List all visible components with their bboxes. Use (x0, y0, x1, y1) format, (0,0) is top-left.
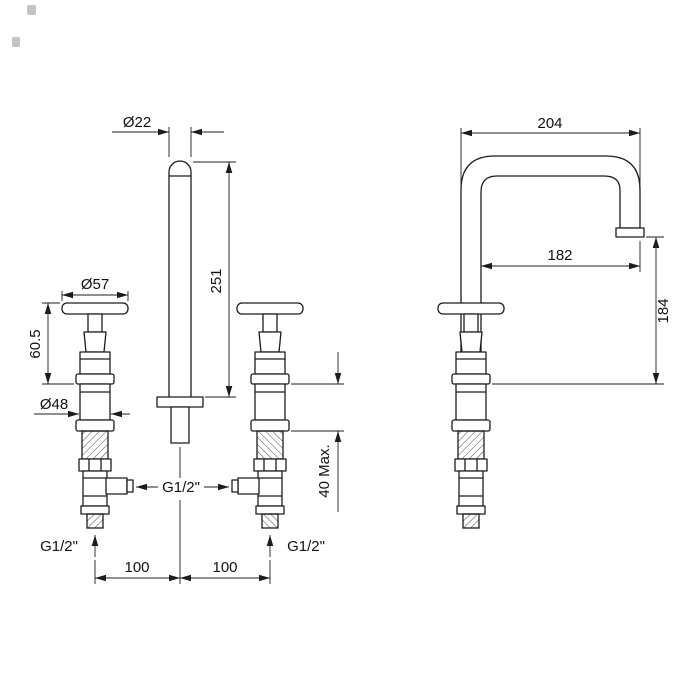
label-left-inlet: G1/2" (40, 538, 78, 555)
spout-aerator (615, 227, 645, 238)
left-handle-outlet (105, 477, 134, 495)
spout-side (460, 155, 645, 384)
dim-spout-height: 251 (208, 268, 225, 293)
label-hose-connection: G1/2" (162, 479, 200, 496)
side-handle (437, 302, 505, 529)
dim-spout-reach-to-outlet: 182 (547, 247, 572, 264)
dim-base-diameter: Ø48 (40, 396, 68, 413)
scan-artifact-2 (12, 37, 20, 47)
dim-spacing-right: 100 (212, 559, 237, 576)
dim-handle-height: 60.5 (27, 329, 44, 358)
front-dimension-lines (34, 127, 344, 584)
label-right-inlet: G1/2" (287, 538, 325, 555)
side-view: 204 182 184 (437, 115, 672, 529)
front-view: Ø22 251 Ø57 60.5 Ø48 G1/2" G1/2" G1/2" 1… (27, 114, 344, 584)
dim-handle-diameter: Ø57 (81, 276, 109, 293)
spout-escutcheon (156, 396, 204, 408)
spout-front (156, 160, 204, 444)
right-handle-outlet (231, 477, 260, 495)
dim-outlet-height: 184 (655, 298, 672, 323)
spout-shank (170, 406, 190, 444)
dim-spacing-left: 100 (124, 559, 149, 576)
scan-artifact-1 (27, 5, 36, 15)
dim-spout-reach-overall: 204 (537, 115, 562, 132)
side-dimension-lines (460, 128, 664, 385)
dim-max-deck-thickness: 40 Max. (316, 444, 333, 497)
dim-spout-diameter: Ø22 (123, 114, 151, 131)
